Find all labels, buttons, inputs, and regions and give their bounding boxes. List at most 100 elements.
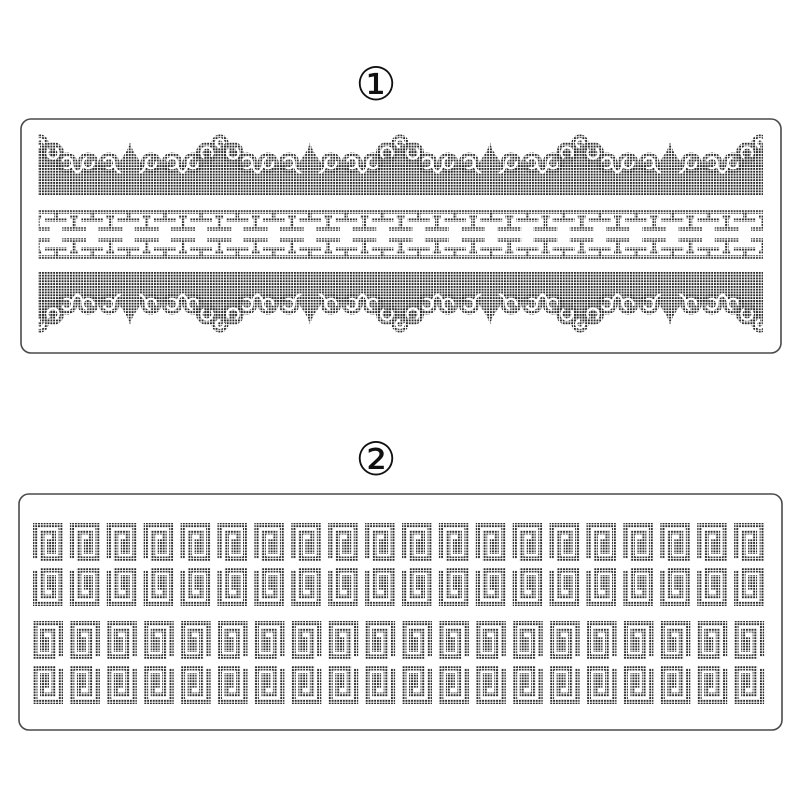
key-pattern-hanging-t bbox=[371, 247, 394, 257]
cloud-scroll-top-lobe bbox=[211, 134, 229, 152]
key-pattern-standing-t bbox=[388, 238, 413, 254]
cloud-scroll-right-lobe bbox=[42, 142, 64, 164]
cloud-scroll-spiral bbox=[395, 138, 406, 149]
key-pattern-standing-t bbox=[352, 238, 377, 254]
scroll-curl-tail bbox=[360, 163, 369, 175]
key-pattern-hanging-t bbox=[443, 212, 466, 222]
key-pattern-hanging-t bbox=[81, 247, 104, 257]
key-pattern-standing-t bbox=[38, 238, 50, 254]
spiral-key-motif bbox=[438, 523, 469, 561]
cloud-scroll-left-lobe bbox=[196, 303, 218, 325]
scroll-border-bottom-wrap bbox=[38, 272, 763, 333]
scroll-curl-tail bbox=[138, 292, 147, 304]
cloud-scroll-top-lobe bbox=[391, 134, 409, 152]
scroll-curl bbox=[615, 292, 639, 315]
cloud-scroll-top-lobe bbox=[391, 315, 409, 333]
scroll-curl-tail bbox=[678, 292, 687, 304]
spiral-key-motif bbox=[660, 523, 691, 561]
spiral-key-motif bbox=[328, 666, 359, 704]
key-pattern-standing-t bbox=[279, 215, 304, 231]
spiral-key-motif bbox=[33, 621, 63, 659]
scroll-curl bbox=[138, 292, 162, 315]
spiral-key-motif bbox=[697, 568, 728, 606]
spiral-key-motif bbox=[734, 666, 765, 704]
spiral-key-motif bbox=[660, 621, 691, 659]
scroll-curl bbox=[278, 292, 302, 315]
key-pattern-standing-t bbox=[98, 238, 123, 254]
scroll-curl-tail bbox=[180, 292, 189, 304]
panel-2-number-label: ② bbox=[355, 432, 397, 486]
spiral-key-motif bbox=[254, 621, 285, 659]
cloud-scroll-motif bbox=[196, 301, 244, 333]
key-pattern-standing-t bbox=[98, 215, 123, 231]
key-pattern-hanging-t bbox=[226, 212, 249, 222]
key-pattern-hanging-t bbox=[407, 247, 430, 257]
key-pattern-standing-t bbox=[316, 238, 340, 254]
cloud-scroll-right-lobe bbox=[402, 303, 424, 325]
key-pattern-standing-t bbox=[62, 238, 87, 254]
cloud-scroll-spiral bbox=[215, 137, 226, 148]
scroll-curl-tail bbox=[720, 292, 729, 304]
spiral-key-motif bbox=[328, 621, 359, 659]
spiral-key-motif bbox=[291, 621, 322, 659]
spiral-key-motif bbox=[660, 666, 691, 704]
spiral-key-motif bbox=[69, 568, 100, 606]
spiral-key-motif bbox=[291, 666, 322, 704]
key-pattern-hanging-t bbox=[45, 212, 68, 222]
scroll-curl bbox=[255, 292, 279, 315]
fleur-motif bbox=[658, 302, 682, 325]
spiral-key-row-1 bbox=[33, 523, 765, 561]
scroll-curl bbox=[701, 292, 725, 315]
spiral-key-motif bbox=[475, 666, 506, 704]
scroll-curl bbox=[435, 152, 459, 175]
spiral-key-motif bbox=[217, 666, 248, 704]
cloud-scroll-left-lobe bbox=[736, 303, 758, 325]
key-pattern-standing-t bbox=[352, 215, 377, 231]
panel-1 bbox=[20, 118, 782, 354]
fleur-motif bbox=[298, 142, 322, 165]
scroll-curl bbox=[138, 152, 162, 175]
spiral-key-motif bbox=[475, 523, 506, 561]
spiral-key-motif bbox=[143, 568, 174, 606]
scroll-curl-tail bbox=[498, 292, 507, 304]
spiral-key-motif bbox=[438, 568, 469, 606]
key-pattern-standing-t bbox=[642, 238, 667, 254]
scroll-curl-tail bbox=[540, 292, 549, 304]
cloud-scroll-motif bbox=[736, 134, 763, 166]
spiral-key-motif bbox=[402, 523, 432, 561]
spiral-key-motif bbox=[402, 666, 432, 704]
key-pattern-standing-t bbox=[388, 215, 413, 231]
spiral-key-motif bbox=[734, 621, 765, 659]
spiral-key-motif bbox=[291, 523, 322, 561]
key-pattern-hanging-t bbox=[697, 247, 720, 257]
key-pattern-standing-t bbox=[207, 238, 232, 254]
key-pattern-hanging-t bbox=[298, 247, 321, 257]
key-pattern-row-upper bbox=[38, 210, 763, 231]
key-pattern-standing-t bbox=[569, 215, 594, 231]
key-pattern-hanging-t bbox=[45, 247, 68, 257]
key-pattern-standing-t bbox=[134, 215, 159, 231]
key-pattern-hanging-t bbox=[588, 247, 611, 257]
scroll-curl-tail bbox=[75, 292, 84, 304]
scroll-curl bbox=[615, 152, 639, 175]
cloud-scroll-right-lobe bbox=[42, 303, 64, 325]
key-pattern-standing-t bbox=[461, 215, 485, 231]
spiral-key-motif bbox=[623, 621, 654, 659]
key-pattern-hanging-t bbox=[190, 212, 213, 222]
key-pattern-standing-t bbox=[279, 238, 304, 254]
cloud-scroll-spiral bbox=[226, 307, 240, 321]
fleur-motif bbox=[118, 302, 142, 325]
scroll-curl bbox=[98, 152, 122, 175]
spiral-key-motif bbox=[106, 666, 137, 704]
key-pattern-hanging-t bbox=[480, 212, 503, 222]
key-pattern-standing-t bbox=[38, 215, 50, 231]
cloud-scroll-motif bbox=[736, 301, 763, 333]
cloud-scroll-spiral bbox=[38, 138, 46, 149]
spiral-key-motif bbox=[549, 523, 580, 561]
cloud-scroll-right-lobe bbox=[222, 142, 244, 164]
spiral-key-motif bbox=[365, 568, 396, 606]
scroll-curl bbox=[678, 292, 702, 315]
scroll-curl-tail bbox=[293, 163, 302, 175]
scroll-curl bbox=[701, 152, 725, 175]
